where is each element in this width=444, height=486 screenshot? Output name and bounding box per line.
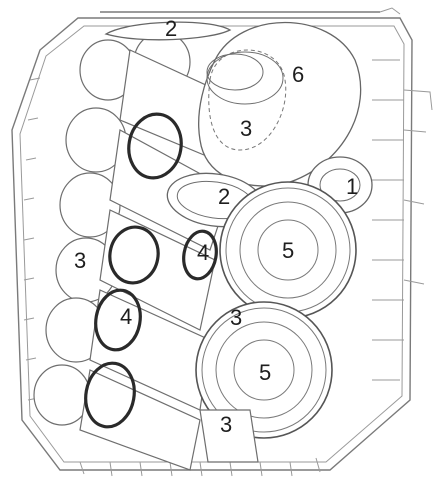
callout-4-right: 4 (197, 240, 209, 265)
callout-6: 6 (292, 62, 304, 87)
callout-5-upper: 5 (282, 238, 294, 263)
callout-2-middle: 2 (218, 184, 230, 209)
callout-1: 1 (346, 174, 358, 199)
callout-5-lower: 5 (259, 360, 271, 385)
callout-4-left: 4 (120, 304, 132, 329)
callout-3-middle: 3 (230, 305, 242, 330)
callout-2-top: 2 (165, 16, 177, 41)
callout-3-left: 3 (74, 248, 86, 273)
callout-3-upper: 3 (240, 116, 252, 141)
callout-3-bottom: 3 (220, 412, 232, 437)
